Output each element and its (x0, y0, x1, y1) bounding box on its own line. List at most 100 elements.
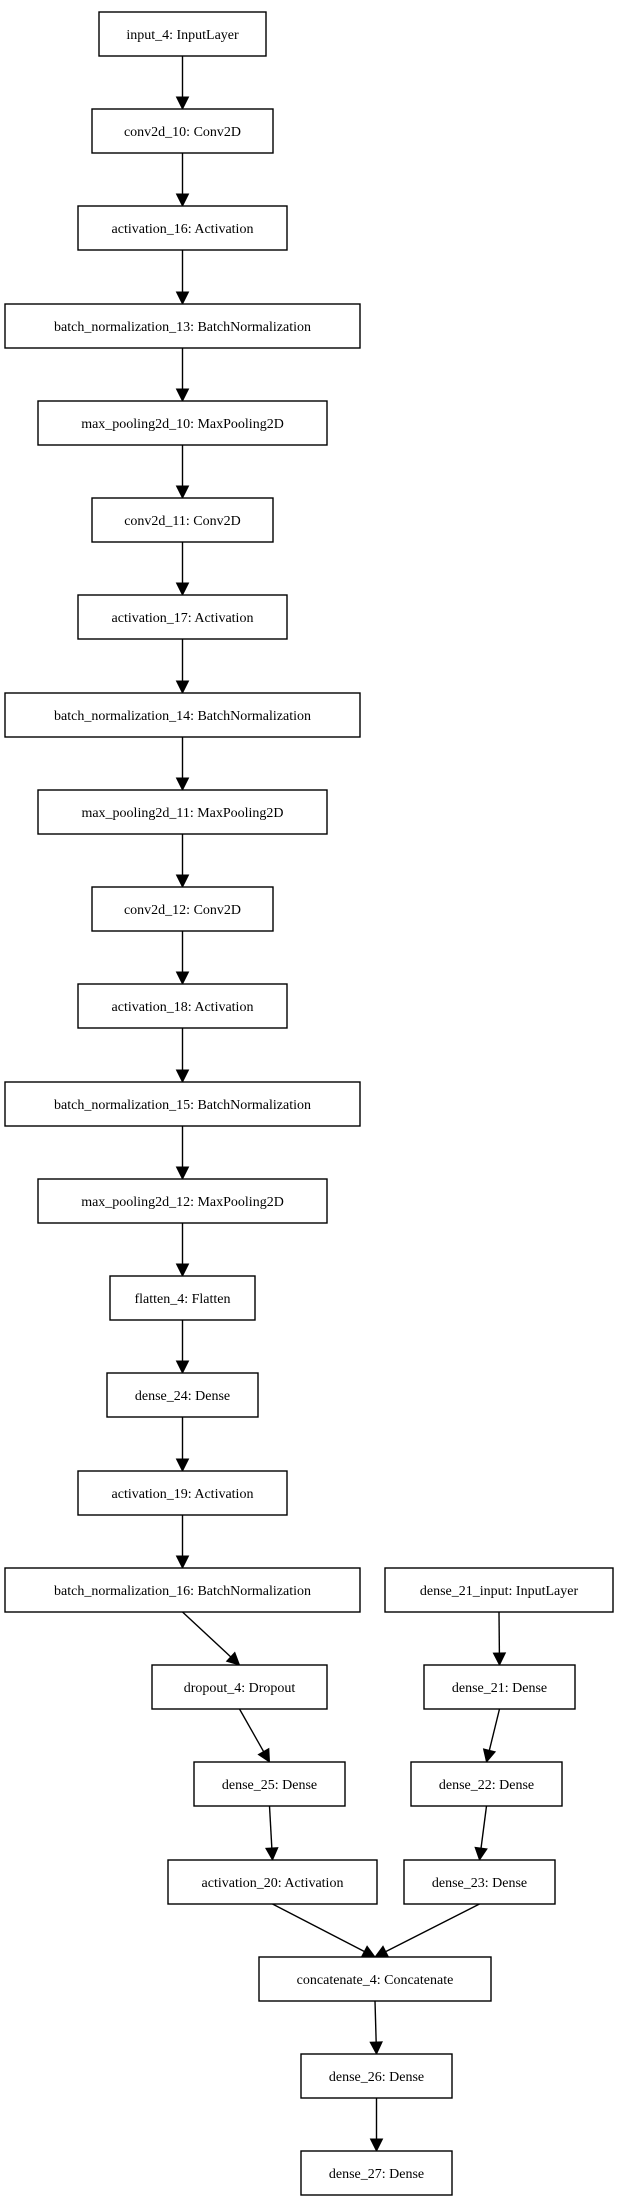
node-label: dense_21_input: InputLayer (420, 1584, 579, 1599)
node-label: conv2d_12: Conv2D (124, 903, 241, 918)
arrowhead-icon (177, 1361, 189, 1373)
arrowhead-icon (177, 194, 189, 206)
node-label: activation_19: Activation (112, 1487, 254, 1502)
arrowhead-icon (177, 1167, 189, 1179)
edge-activation_20-to-concatenate_4 (273, 1904, 376, 1957)
edge-line (386, 1904, 480, 1952)
edge-activation_19-to-batch_normalization_16 (177, 1515, 189, 1568)
node-label: activation_20: Activation (202, 1876, 344, 1891)
node-activation_20: activation_20: Activation (168, 1860, 377, 1904)
node-concatenate_4: concatenate_4: Concatenate (259, 1957, 491, 2001)
arrowhead-icon (177, 972, 189, 984)
node-batch_normalization_14: batch_normalization_14: BatchNormalizati… (5, 693, 360, 737)
edge-batch_normalization_14-to-max_pooling2d_11 (177, 737, 189, 790)
node-label: flatten_4: Flatten (134, 1292, 230, 1307)
node-dense_21: dense_21: Dense (424, 1665, 575, 1709)
arrowhead-icon (177, 778, 189, 790)
edge-dropout_4-to-dense_25 (240, 1709, 270, 1762)
arrowhead-icon (258, 1749, 269, 1762)
arrowhead-icon (484, 1749, 496, 1762)
node-label: conv2d_11: Conv2D (124, 514, 241, 529)
node-max_pooling2d_11: max_pooling2d_11: MaxPooling2D (38, 790, 327, 834)
edge-dense_22-to-dense_23 (475, 1806, 487, 1860)
node-label: dense_26: Dense (329, 2070, 424, 2085)
node-dense_27: dense_27: Dense (301, 2151, 452, 2195)
nodes-layer: input_4: InputLayer conv2d_10: Conv2D acti… (5, 12, 613, 2195)
edge-line (481, 1806, 486, 1848)
node-input_4: input_4: InputLayer (99, 12, 266, 56)
edge-batch_normalization_16-to-dropout_4 (183, 1612, 240, 1665)
node-activation_17: activation_17: Activation (78, 595, 287, 639)
node-label: max_pooling2d_10: MaxPooling2D (81, 417, 284, 432)
node-label: activation_18: Activation (112, 1000, 254, 1015)
node-flatten_4: flatten_4: Flatten (110, 1276, 255, 1320)
edge-conv2d_11-to-activation_17 (177, 542, 189, 595)
arrowhead-icon (177, 681, 189, 693)
node-dense_23: dense_23: Dense (404, 1860, 555, 1904)
arrowhead-icon (177, 1264, 189, 1276)
node-label: activation_16: Activation (112, 222, 254, 237)
arrowhead-icon (177, 389, 189, 401)
edge-activation_18-to-batch_normalization_15 (177, 1028, 189, 1082)
edge-conv2d_10-to-activation_16 (177, 153, 189, 206)
node-label: dense_25: Dense (222, 1778, 317, 1793)
arrowhead-icon (177, 1556, 189, 1568)
node-conv2d_10: conv2d_10: Conv2D (92, 109, 273, 153)
node-label: max_pooling2d_11: MaxPooling2D (81, 806, 283, 821)
edge-activation_17-to-batch_normalization_14 (177, 639, 189, 693)
arrowhead-icon (475, 1847, 487, 1860)
node-label: conv2d_10: Conv2D (124, 125, 241, 140)
edge-activation_16-to-batch_normalization_13 (177, 250, 189, 304)
arrowhead-icon (177, 292, 189, 304)
edge-max_pooling2d_11-to-conv2d_12 (177, 834, 189, 887)
edge-input_4-to-conv2d_10 (177, 56, 189, 109)
node-label: batch_normalization_13: BatchNormalizati… (54, 320, 311, 335)
node-conv2d_12: conv2d_12: Conv2D (92, 887, 273, 931)
node-batch_normalization_15: batch_normalization_15: BatchNormalizati… (5, 1082, 360, 1126)
node-label: input_4: InputLayer (126, 28, 239, 43)
node-max_pooling2d_12: max_pooling2d_12: MaxPooling2D (38, 1179, 327, 1223)
node-activation_18: activation_18: Activation (78, 984, 287, 1028)
edge-dense_24-to-activation_19 (177, 1417, 189, 1471)
edge-line (273, 1904, 365, 1951)
node-label: dropout_4: Dropout (184, 1681, 296, 1696)
arrowhead-icon (177, 875, 189, 887)
node-label: batch_normalization_16: BatchNormalizati… (54, 1584, 311, 1599)
edge-line (270, 1806, 272, 1848)
arrowhead-icon (177, 1070, 189, 1082)
node-batch_normalization_13: batch_normalization_13: BatchNormalizati… (5, 304, 360, 348)
edge-dense_26-to-dense_27 (371, 2098, 383, 2151)
node-label: dense_27: Dense (329, 2167, 424, 2182)
edge-batch_normalization_13-to-max_pooling2d_10 (177, 348, 189, 401)
arrowhead-icon (370, 2042, 382, 2054)
arrowhead-icon (493, 1653, 505, 1665)
edge-line (489, 1709, 499, 1750)
node-activation_19: activation_19: Activation (78, 1471, 287, 1515)
node-batch_normalization_16: batch_normalization_16: BatchNormalizati… (5, 1568, 360, 1612)
arrowhead-icon (371, 2139, 383, 2151)
arrowhead-icon (177, 486, 189, 498)
edge-dense_21_input-to-dense_21 (493, 1612, 505, 1665)
edge-conv2d_12-to-activation_18 (177, 931, 189, 984)
arrowhead-icon (266, 1848, 278, 1860)
edge-flatten_4-to-dense_24 (177, 1320, 189, 1373)
node-dense_26: dense_26: Dense (301, 2054, 452, 2098)
node-max_pooling2d_10: max_pooling2d_10: MaxPooling2D (38, 401, 327, 445)
node-label: batch_normalization_14: BatchNormalizati… (54, 709, 311, 724)
node-label: dense_22: Dense (439, 1778, 534, 1793)
node-dense_21_input: dense_21_input: InputLayer (385, 1568, 613, 1612)
edge-line (183, 1612, 231, 1657)
edge-dense_23-to-concatenate_4 (375, 1904, 480, 1957)
node-label: dense_24: Dense (135, 1389, 230, 1404)
node-label: concatenate_4: Concatenate (297, 1973, 454, 1988)
node-label: activation_17: Activation (112, 611, 254, 626)
edge-batch_normalization_15-to-max_pooling2d_12 (177, 1126, 189, 1179)
node-conv2d_11: conv2d_11: Conv2D (92, 498, 273, 542)
arrowhead-icon (177, 97, 189, 109)
edge-max_pooling2d_10-to-conv2d_11 (177, 445, 189, 498)
node-label: max_pooling2d_12: MaxPooling2D (81, 1195, 284, 1210)
node-label: batch_normalization_15: BatchNormalizati… (54, 1098, 311, 1113)
node-dense_22: dense_22: Dense (411, 1762, 562, 1806)
